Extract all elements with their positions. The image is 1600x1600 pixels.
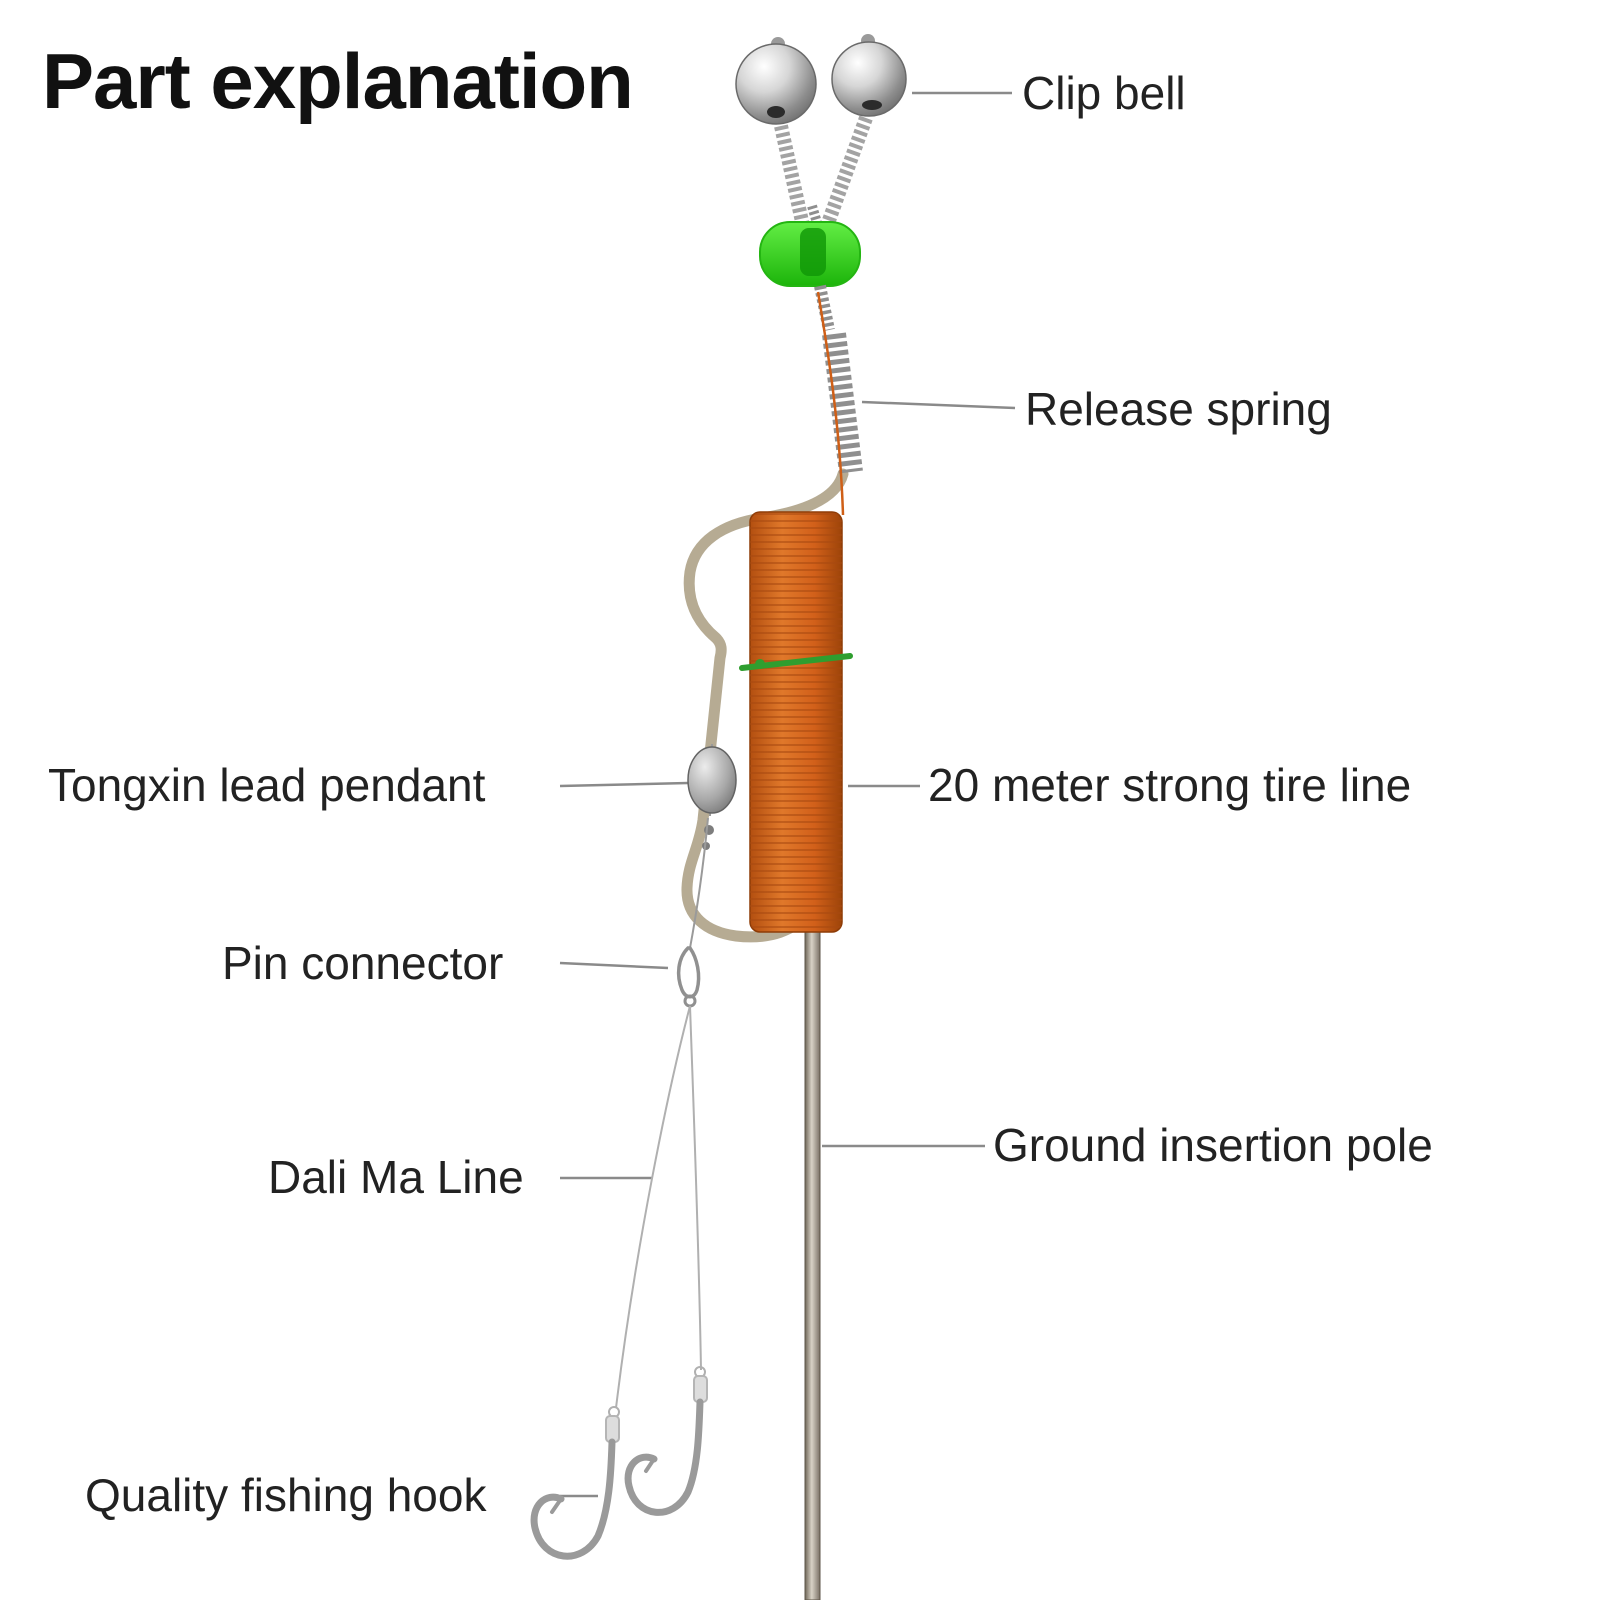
leader-lines — [559, 91, 1016, 1498]
pin-connector-clip — [676, 946, 701, 999]
spool-threads — [750, 512, 842, 932]
bell-right-hole — [862, 100, 882, 110]
pin-connector — [676, 946, 701, 1008]
label-lead-pendant: Tongxin lead pendant — [48, 759, 486, 811]
bell-left-hole — [767, 106, 785, 118]
label-dali-ma-line: Dali Ma Line — [268, 1151, 524, 1203]
pendant-to-pin-line — [689, 817, 709, 949]
label-fishing-hook: Quality fishing hook — [85, 1469, 487, 1521]
label-ground-pole: Ground insertion pole — [993, 1119, 1433, 1171]
label-release-spring: Release spring — [1025, 383, 1332, 435]
label-tire-line: 20 meter strong tire line — [928, 759, 1412, 811]
hook-line-right — [689, 1005, 702, 1371]
dali-ma-line — [608, 1005, 706, 1418]
tire-line-spool — [739, 511, 853, 933]
bell-left — [735, 43, 817, 125]
green-clip — [759, 204, 861, 287]
lead-pendant — [687, 746, 737, 814]
label-clip-bell: Clip bell — [1022, 67, 1186, 119]
hook-right-binding — [693, 1375, 708, 1403]
clip-bell-assembly — [735, 34, 907, 229]
release-spring-upper-coil — [814, 284, 835, 332]
leader-lead-pendant — [559, 781, 689, 788]
bell-spring-left — [774, 124, 810, 228]
release-spring — [814, 284, 863, 474]
leader-pin-connector — [559, 961, 669, 970]
hook-line-left — [615, 1005, 691, 1409]
hook-right — [624, 1398, 704, 1516]
hook-right-barb — [644, 1457, 656, 1473]
pin-connector-eye — [683, 994, 697, 1008]
hook-left — [530, 1438, 616, 1560]
tire-line-thread — [816, 291, 845, 516]
green-band-knot — [755, 659, 765, 669]
release-spring-coil — [822, 332, 863, 474]
hook-left-barb — [550, 1497, 563, 1514]
page-title: Part explanation — [42, 37, 634, 125]
label-pin-connector: Pin connector — [222, 937, 504, 989]
ground-insertion-pole — [804, 895, 821, 1600]
bell-spring-right — [820, 115, 873, 229]
leader-release-spring — [861, 400, 1016, 410]
lead-pendant-assembly — [687, 743, 737, 949]
clip-jaw — [800, 228, 826, 276]
fishing-hooks — [530, 1375, 708, 1560]
hook-left-binding — [605, 1415, 620, 1443]
bell-right — [831, 41, 907, 117]
